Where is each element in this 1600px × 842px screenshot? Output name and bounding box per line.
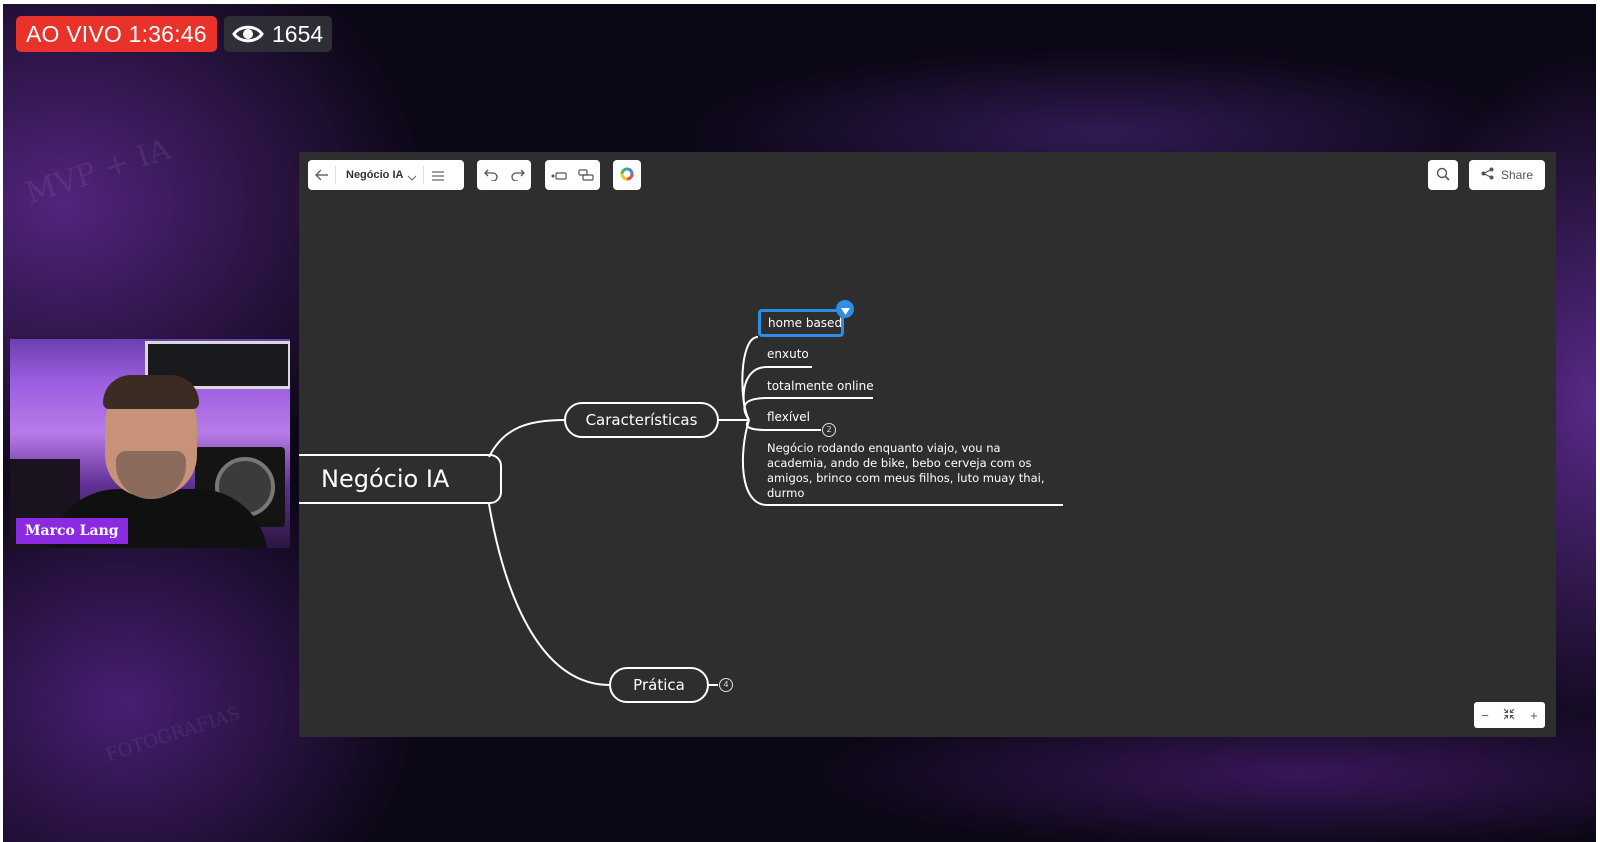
- zoom-in-button[interactable]: +: [1530, 707, 1538, 723]
- toolbar-divider: [423, 166, 425, 184]
- viewer-count-badge: 1654: [224, 16, 333, 52]
- search-button[interactable]: [1428, 160, 1458, 190]
- color-wheel-icon: [620, 166, 634, 185]
- back-button[interactable]: [308, 160, 335, 190]
- collapse-arrows-icon: [1503, 708, 1515, 723]
- fit-to-screen-button[interactable]: [1503, 708, 1515, 723]
- menu-button[interactable]: [424, 160, 451, 190]
- branch-topic-pratica[interactable]: Prática: [609, 667, 709, 703]
- arrow-left-icon: [314, 166, 329, 185]
- insert-topic-icon: [577, 166, 594, 185]
- mindmap-connectors: [488, 336, 1063, 686]
- root-topic[interactable]: Negócio IA: [299, 454, 502, 504]
- background-watermark: FOTOGRAFIAS: [103, 702, 243, 767]
- zoom-out-button[interactable]: −: [1481, 707, 1489, 723]
- presenter-hair: [103, 375, 199, 409]
- insert-subtopic-icon: [551, 166, 567, 185]
- theme-toolbar: [613, 160, 641, 190]
- eye-icon: [232, 24, 264, 44]
- zoom-control: − +: [1474, 702, 1545, 728]
- toolbar-divider: [335, 166, 336, 184]
- search-icon: [1436, 166, 1450, 185]
- share-button[interactable]: Share: [1469, 160, 1545, 190]
- live-badge: AO VIVO 1:36:46: [16, 16, 217, 52]
- background-watermark: MVP + IA: [21, 131, 176, 212]
- share-icon: [1481, 167, 1494, 183]
- connector-root-caracteristicas: [488, 419, 566, 458]
- undo-button[interactable]: [477, 160, 504, 190]
- viewer-count: 1654: [272, 20, 324, 47]
- collapsed-count-badge[interactable]: 2: [822, 423, 836, 437]
- chevron-down-icon[interactable]: [407, 166, 417, 185]
- insert-subtopic-button[interactable]: [545, 160, 572, 190]
- insert-topic-button[interactable]: [572, 160, 599, 190]
- share-label: Share: [1500, 168, 1534, 182]
- presenter-name-tag: Marco Lang: [16, 518, 128, 544]
- triangle-down-icon: [840, 300, 850, 319]
- connector-negocio-rodando: [741, 419, 1063, 506]
- branch-topic-caracteristicas[interactable]: Características: [564, 402, 719, 438]
- selection-marker[interactable]: [836, 300, 854, 318]
- subtopic-flexivel[interactable]: flexível: [767, 410, 810, 424]
- undo-icon: [483, 166, 498, 185]
- subtopic-home-based[interactable]: home based: [758, 309, 844, 337]
- connector-totalmente-online: [743, 397, 873, 421]
- subtopic-negocio-rodando[interactable]: Negócio rodando enquanto viajo, vou na a…: [767, 441, 1045, 500]
- redo-button[interactable]: [504, 160, 531, 190]
- hamburger-icon: [431, 166, 444, 185]
- collapsed-count-badge[interactable]: 4: [719, 678, 733, 692]
- insert-toolbar: [545, 160, 600, 190]
- theme-button[interactable]: [613, 160, 640, 190]
- presenter-webcam: [10, 339, 290, 548]
- document-toolbar: Negócio IA: [308, 160, 464, 190]
- redo-icon: [510, 166, 525, 185]
- mindmap-app: Negócio IA: [299, 152, 1556, 737]
- subtopic-enxuto[interactable]: enxuto: [767, 347, 809, 361]
- document-title[interactable]: Negócio IA: [346, 169, 404, 181]
- history-toolbar: [477, 160, 531, 190]
- connector-root-pratica: [488, 503, 611, 686]
- subtopic-totalmente-online[interactable]: totalmente online: [767, 379, 874, 393]
